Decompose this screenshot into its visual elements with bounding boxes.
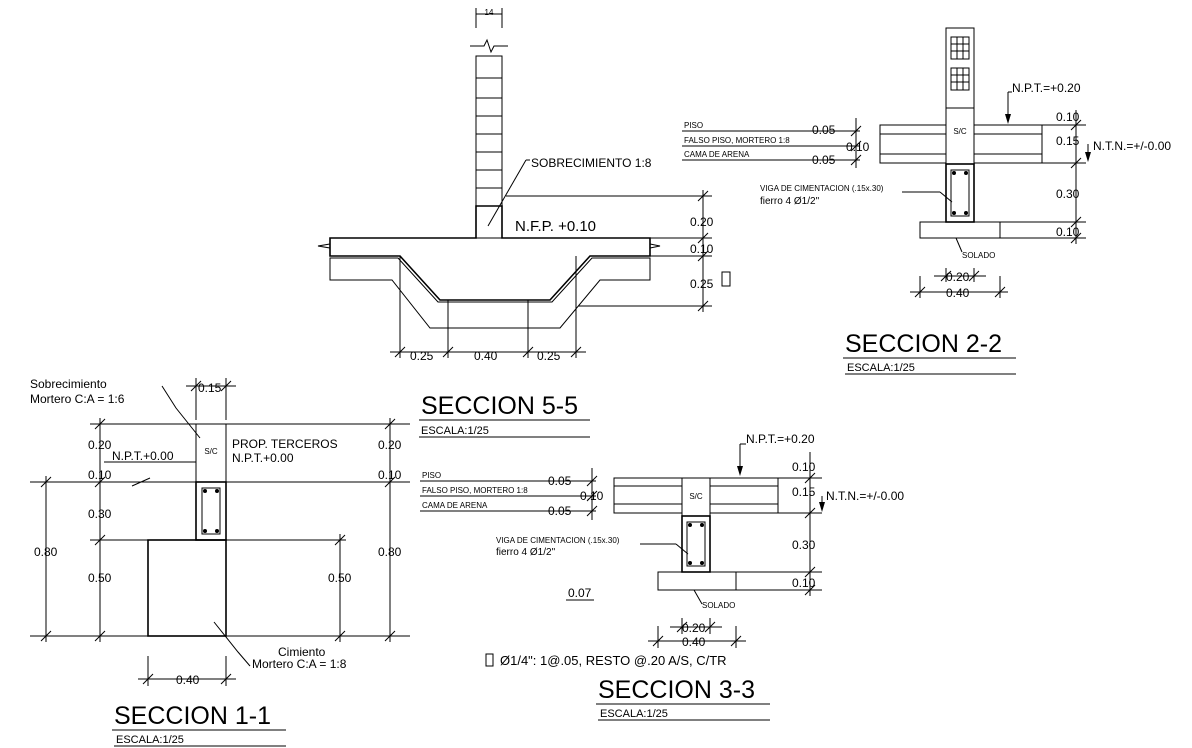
s55-nfp-label: N.F.P. +0.10	[515, 218, 596, 235]
section-2-2: S/C SOLADO PISO FALSO PISO, MORTERO 1:8 …	[682, 27, 1171, 375]
s33-solado: SOLADO	[702, 601, 735, 610]
s22-falso-piso: FALSO PISO, MORTERO 1:8	[684, 136, 790, 145]
s55-sobrecimiento-label: SOBRECIMIENTO 1:8	[531, 156, 652, 170]
s11-scale: ESCALA:1/25	[116, 734, 184, 746]
section-3-3: S/C SOLADO PISO FALSO PISO, MORTERO 1:8 …	[420, 432, 904, 721]
s11-left-030: 0.30	[88, 507, 112, 521]
s11-top-width: 0.15	[198, 381, 222, 395]
s11-left-010: 0.10	[88, 468, 112, 482]
s22-width-040: 0.40	[946, 286, 970, 300]
s11-left-020: 0.20	[88, 438, 112, 452]
s33-sc-label: S/C	[689, 492, 703, 501]
s33-right-010a: 0.10	[792, 460, 816, 474]
s22-ntn: N.T.N.=+/-0.00	[1093, 139, 1171, 153]
s55-dim-020: 0.20	[690, 215, 714, 229]
s33-right-010b: 0.10	[792, 576, 816, 590]
s33-cama-arena: CAMA DE ARENA	[422, 501, 488, 510]
s11-sobrecimiento: Sobrecimiento	[30, 377, 107, 391]
s33-fierro-label: fierro 4 Ø1/2"	[496, 547, 556, 558]
s22-cama-arena: CAMA DE ARENA	[684, 150, 750, 159]
s55-title: SECCION 5-5	[421, 392, 578, 420]
s11-left-total: 0.80	[34, 545, 58, 559]
s22-title: SECCION 2-2	[845, 330, 1002, 358]
s22-layer-005b: 0.05	[812, 153, 836, 167]
s22-scale: ESCALA:1/25	[847, 362, 915, 374]
s33-layer-010: 0.10	[580, 489, 604, 503]
s11-bottom-width: 0.40	[176, 673, 200, 687]
s33-stirrup-note: Ø1/4": 1@.05, RESTO @.20 A/S, C/TR	[500, 653, 727, 668]
s22-npt: N.P.T.=+0.20	[1012, 81, 1081, 95]
s22-right-010b: 0.10	[1056, 225, 1080, 239]
s11-prop-terceros: PROP. TERCEROS	[232, 437, 338, 451]
s22-right-030: 0.30	[1056, 187, 1080, 201]
s11-right-010: 0.10	[378, 468, 402, 482]
s22-layer-010: 0.10	[846, 140, 870, 154]
s33-layer-005a: 0.05	[548, 474, 572, 488]
s22-piso: PISO	[684, 121, 703, 130]
section-5-5: 14 SOBRECIMIENTO 1:8 N.F.P. +0.10 0.2	[317, 8, 731, 438]
s11-mortero-18: Mortero C:A = 1:8	[252, 657, 347, 671]
s22-viga-label: VIGA DE CIMENTACION (.15x.30)	[760, 184, 884, 193]
s33-width-040: 0.40	[682, 635, 706, 649]
s22-width-020: 0.20	[946, 270, 970, 284]
s22-layer-005a: 0.05	[812, 123, 836, 137]
s22-sc-label: S/C	[953, 127, 967, 136]
s22-fierro-label: fierro 4 Ø1/2"	[760, 196, 820, 207]
s22-right-010a: 0.10	[1056, 110, 1080, 124]
s11-npt-right: N.P.T.+0.00	[232, 451, 294, 465]
s33-ntn: N.T.N.=+/-0.00	[826, 489, 904, 503]
s33-npt: N.P.T.=+0.20	[746, 432, 815, 446]
s11-right-050: 0.50	[328, 571, 352, 585]
s33-piso: PISO	[422, 471, 441, 480]
s55-wall-width: 14	[485, 8, 494, 17]
s55-dim-010: 0.10	[690, 242, 714, 256]
s55-bottom-025-right: 0.25	[537, 349, 561, 363]
s33-width-020: 0.20	[682, 621, 706, 635]
s11-sc-label: S/C	[204, 447, 218, 456]
s11-npt-left: N.P.T.+0.00	[112, 449, 174, 463]
s11-right-020: 0.20	[378, 438, 402, 452]
s33-cover-007: 0.07	[568, 586, 592, 600]
s55-dim-025: 0.25	[690, 277, 714, 291]
s22-right-015: 0.15	[1056, 134, 1080, 148]
s33-right-030: 0.30	[792, 538, 816, 552]
s22-solado: SOLADO	[962, 251, 995, 260]
s55-bottom-040: 0.40	[474, 349, 498, 363]
s33-scale: ESCALA:1/25	[600, 708, 668, 720]
s33-viga-label: VIGA DE CIMENTACION (.15x.30)	[496, 536, 620, 545]
s33-right-015: 0.15	[792, 485, 816, 499]
s11-mortero-16: Mortero C:A = 1:6	[30, 392, 125, 406]
s55-scale: ESCALA:1/25	[421, 425, 489, 437]
s11-left-050: 0.50	[88, 571, 112, 585]
s11-cimiento: Cimiento	[278, 645, 326, 659]
s55-bottom-025-left: 0.25	[410, 349, 434, 363]
s33-layer-005b: 0.05	[548, 504, 572, 518]
s33-title: SECCION 3-3	[598, 676, 755, 704]
s11-right-total: 0.80	[378, 545, 402, 559]
section-1-1: Sobrecimiento Mortero C:A = 1:6 0.15 S/C…	[30, 377, 410, 747]
s33-falso-piso: FALSO PISO, MORTERO 1:8	[422, 486, 528, 495]
s11-title: SECCION 1-1	[114, 702, 271, 730]
